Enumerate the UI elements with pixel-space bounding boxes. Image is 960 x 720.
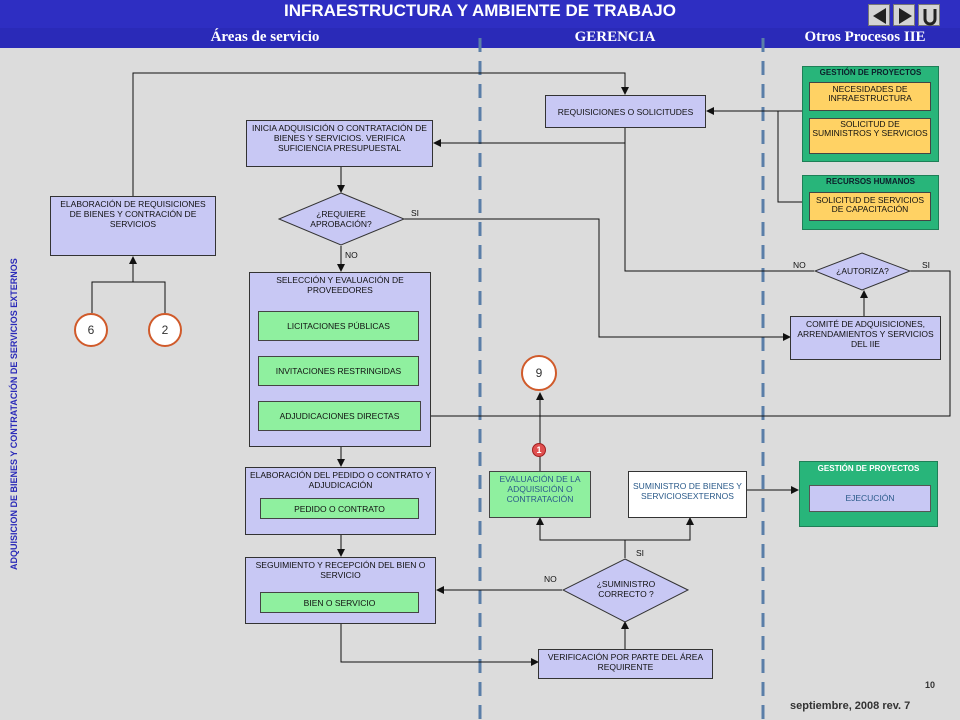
page-number: 10 (925, 680, 936, 690)
suministro-no-label: NO (544, 574, 557, 584)
suministro-bienes-box: SUMINISTRO DE BIENES Y SERVICIOSEXTERNOS (628, 471, 747, 518)
licitaciones-box: LICITACIONES PÚBLICAS (258, 311, 419, 341)
connector-9[interactable]: 9 (521, 355, 557, 391)
requiere-aprobacion-label: ¿REQUIERE APROBACIÓN? (310, 209, 372, 229)
step-badge-1: 1 (532, 443, 546, 457)
invitaciones-box: INVITACIONES RESTRINGIDAS (258, 356, 419, 386)
gestion-proyectos-title: GESTIÓN DE PROYECTOS (819, 68, 922, 77)
requiere-aprobacion-diamond (278, 192, 405, 246)
elaboracion-pedido-label: ELABORACIÓN DEL PEDIDO O CONTRATO Y ADJU… (249, 470, 432, 490)
inicia-adquisicion-box: INICIA ADQUISICIÓN O CONTRATACIÓN DE BIE… (246, 120, 433, 167)
pedido-contrato-box: PEDIDO O CONTRATO (260, 498, 419, 519)
ejecucion-box: EJECUCIÓN (809, 485, 931, 512)
seguimiento-box: SEGUIMIENTO Y RECEPCIÓN DEL BIEN O SERVI… (245, 557, 436, 624)
forward-button[interactable] (893, 4, 915, 26)
page-title: INFRAESTRUCTURA Y AMBIENTE DE TRABAJO (284, 1, 676, 20)
evaluacion-box: EVALUACIÓN DE LA ADQUISICIÓN O CONTRATAC… (489, 471, 591, 518)
return-u-icon (923, 9, 937, 26)
autoriza-label: ¿AUTORIZA? (836, 266, 889, 276)
autoriza-no-label: NO (793, 260, 806, 270)
autoriza-si-label: SI (922, 260, 931, 270)
suministro-si-label: SI (636, 548, 645, 558)
requiere-no-label: NO (345, 250, 358, 260)
connector-6[interactable]: 6 (74, 313, 108, 347)
seleccion-proveedores-label: SELECCIÓN Y EVALUACIÓN DE PROVEEDORES (276, 275, 404, 295)
requisiciones-box: REQUISICIONES O SOLICITUDES (545, 95, 706, 128)
triangle-left-icon (873, 8, 886, 24)
recursos-humanos-title: RECURSOS HUMANOS (826, 177, 915, 186)
suministro-correcto-label: ¿SUMINISTRO CORRECTO ? (596, 579, 656, 599)
triangle-right-icon (899, 8, 912, 24)
comite-box: COMITÉ DE ADQUISICIONES, ARRENDAMIENTOS … (790, 316, 941, 360)
connector-2[interactable]: 2 (148, 313, 182, 347)
solicitud-suministros-box: SOLICITUD DE SUMINISTROS Y SERVICIOS (809, 118, 931, 154)
footer-date: septiembre, 2008 rev. 7 (790, 700, 911, 712)
process-side-label: ADQUISICION DE BIENES Y CONTRATACIÓN DE … (9, 258, 19, 570)
autoriza-diamond (814, 252, 911, 291)
lane-header-otros: Otros Procesos IIE (804, 29, 926, 45)
requiere-si-label: SI (411, 208, 420, 218)
return-button[interactable] (918, 4, 940, 26)
elaboracion-requisiciones-box: ELABORACIÓN DE REQUISICIONES DE BIENES Y… (50, 196, 216, 256)
back-button[interactable] (868, 4, 890, 26)
lane-header-gerencia: GERENCIA (574, 29, 656, 45)
gestion-proyectos-ejecucion-title: GESTIÓN DE PROYECTOS (817, 464, 920, 473)
title-bar (0, 0, 960, 28)
bien-servicio-box: BIEN O SERVICIO (260, 592, 419, 613)
lane-header-servicio: Áreas de servicio (210, 29, 320, 45)
adjudicaciones-box: ADJUDICACIONES DIRECTAS (258, 401, 421, 431)
solicitud-capacitacion-box: SOLICITUD DE SERVICIOS DE CAPACITACIÓN (809, 192, 931, 221)
seguimiento-label: SEGUIMIENTO Y RECEPCIÓN DEL BIEN O SERVI… (255, 560, 426, 580)
suministro-correcto-diamond (562, 558, 689, 623)
verificacion-box: VERIFICACIÓN POR PARTE DEL ÁREA REQUIREN… (538, 649, 713, 679)
necesidades-infraestructura-box: NECESIDADES DE INFRAESTRUCTURA (809, 82, 931, 111)
